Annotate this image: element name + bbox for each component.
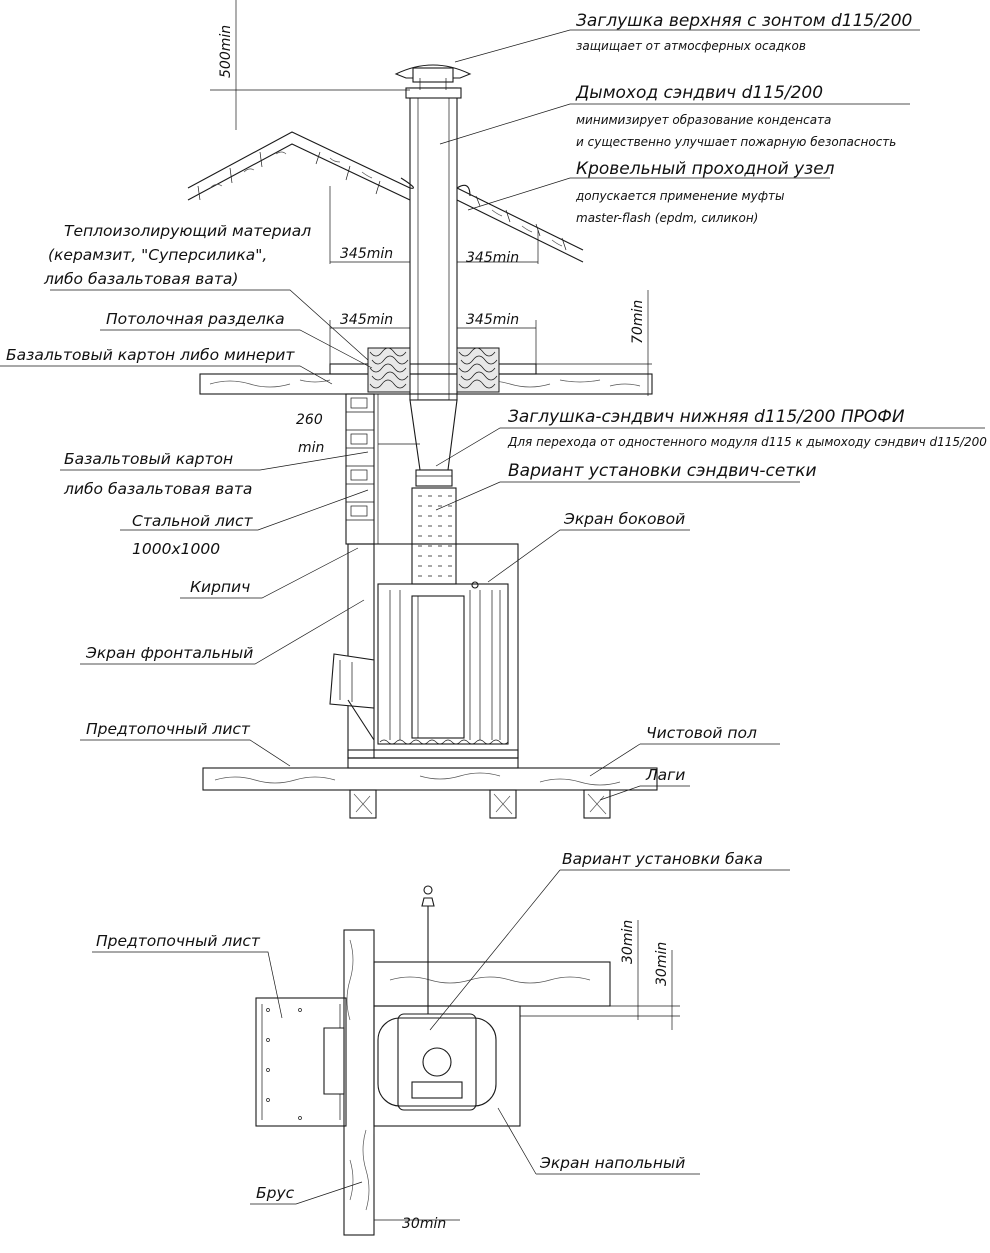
label-top-cap: Заглушка верхняя с зонтом d115/200 — [576, 11, 912, 31]
sandwich-mesh — [411, 487, 457, 585]
dim-260: 260 — [296, 412, 323, 428]
label-floor-screen: Экран напольный — [539, 1154, 685, 1172]
floor-screen-plan — [373, 1005, 521, 1127]
dim-30-a: 30min — [620, 920, 636, 964]
label-top-cap-note: защищает от атмосферных осадков — [576, 39, 806, 53]
label-finish-floor: Чистовой пол — [646, 724, 757, 742]
label-basalt-minerite: Базальтовый картон либо минерит — [6, 346, 295, 364]
label-steel-sheet-1: Стальной лист — [132, 512, 254, 530]
dim-30-c: 30min — [402, 1216, 446, 1232]
label-ceiling-cut: Потолочная разделка — [106, 310, 285, 328]
dim-260-min: min — [298, 440, 324, 456]
label-steel-sheet-2: 1000x1000 — [132, 540, 220, 558]
label-bottom-cap: Заглушка-сэндвич нижняя d115/200 ПРОФИ — [508, 407, 905, 427]
dim-345-roof-right: 345min — [466, 250, 519, 266]
label-insulation-2: (керамзит, "Суперсилика", — [48, 246, 267, 264]
brick-wall — [345, 393, 379, 545]
joists — [349, 789, 611, 819]
dim-30-b: 30min — [654, 942, 670, 986]
wall-beam-plan — [343, 929, 375, 1236]
top-cap-umbrella — [394, 64, 472, 90]
label-joists: Лаги — [645, 766, 685, 784]
stove — [329, 543, 519, 759]
label-chimney-note-2: и существенно улучшает пожарную безопасн… — [576, 135, 896, 149]
floor — [202, 757, 658, 791]
label-tank-option: Вариант установки бака — [562, 850, 763, 868]
prefire-sheet-plan — [255, 997, 347, 1127]
label-roof-pass-note-1: допускается применение муфты — [575, 189, 784, 203]
label-prefire-sheet: Предтопочный лист — [86, 720, 251, 738]
label-mesh-option: Вариант установки сэндвич-сетки — [508, 461, 817, 481]
dimension-texts: 500min 345min 345min 345min 345min 70min… — [218, 25, 670, 1232]
label-bottom-cap-note: Для перехода от одностенного модуля d115… — [507, 435, 987, 449]
label-chimney: Дымоход сэндвич d115/200 — [575, 83, 823, 103]
label-insulation-3: либо базальтовая вата) — [43, 270, 238, 288]
label-chimney-note-1: минимизирует образование конденсата — [576, 113, 831, 127]
label-basalt-board-2: либо базальтовая вата — [63, 480, 252, 498]
roof — [187, 131, 584, 263]
label-prefire-sheet-2: Предтопочный лист — [96, 932, 261, 950]
label-beam: Брус — [256, 1184, 295, 1202]
dim-500: 500min — [218, 25, 234, 78]
chimney-pipe — [400, 87, 471, 401]
ceiling-insulation — [367, 347, 500, 393]
plan-view — [255, 885, 611, 1236]
label-basalt-board-1: Базальтовый картон — [64, 450, 233, 468]
leader-lines — [0, 29, 985, 1205]
label-roof-pass-note-2: master-flash (epdm, силикон) — [576, 211, 758, 225]
dim-345-roof-left: 345min — [340, 246, 393, 262]
label-side-screen: Экран боковой — [563, 510, 685, 528]
labels: Заглушка верхняя с зонтом d115/200 защищ… — [6, 11, 987, 1202]
label-brick: Кирпич — [190, 578, 250, 596]
label-front-screen: Экран фронтальный — [85, 644, 253, 662]
bottom-cap — [409, 399, 458, 487]
label-roof-pass: Кровельный проходной узел — [576, 159, 835, 179]
dim-345-ceiling-left: 345min — [340, 312, 393, 328]
dim-70: 70min — [630, 300, 646, 344]
dim-345-ceiling-right: 345min — [466, 312, 519, 328]
label-insulation-1: Теплоизолирующий материал — [64, 222, 311, 240]
